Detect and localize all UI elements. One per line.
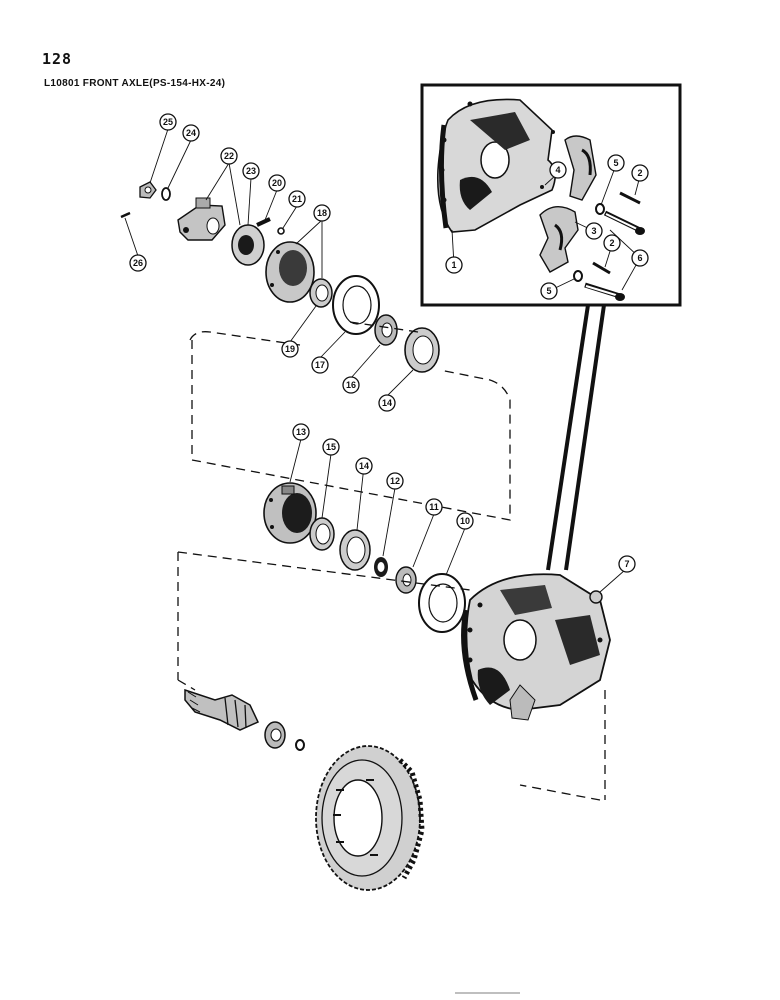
- svg-text:5: 5: [613, 158, 618, 168]
- plug-7: [589, 590, 603, 604]
- svg-text:4: 4: [555, 165, 560, 175]
- svg-text:2: 2: [609, 238, 614, 248]
- svg-text:19: 19: [285, 344, 295, 354]
- callout-14-upper: 14: [378, 394, 396, 412]
- dashed-group-lower: [177, 551, 606, 801]
- callout-26: 26: [129, 254, 147, 272]
- callout-23: 23: [242, 162, 260, 180]
- svg-text:14: 14: [359, 461, 369, 471]
- svg-text:25: 25: [163, 117, 173, 127]
- diagram-title: L10801 FRONT AXLE(PS-154-HX-24): [44, 78, 226, 89]
- svg-text:26: 26: [133, 258, 143, 268]
- bearing-cone-11: [395, 566, 417, 594]
- svg-text:10: 10: [460, 516, 470, 526]
- svg-text:20: 20: [272, 178, 282, 188]
- spacer-15: [309, 517, 335, 551]
- callout-6: 6: [631, 249, 649, 267]
- callout-19: 19: [281, 340, 299, 358]
- svg-text:14: 14: [382, 398, 392, 408]
- inset-bearing-cap-lower: [539, 206, 579, 273]
- callout-12: 12: [386, 472, 404, 490]
- callout-5-lower: 5: [540, 282, 558, 300]
- callout-13: 13: [292, 423, 310, 441]
- callout-2-upper: 2: [631, 164, 649, 182]
- inset-bearing-cap-upper: [564, 135, 597, 201]
- page-number: 128: [42, 50, 73, 68]
- callout-2-lower: 2: [603, 234, 621, 252]
- svg-text:7: 7: [624, 559, 629, 569]
- inset-dowel-b: [540, 185, 544, 189]
- retainer-18: [265, 241, 315, 303]
- svg-text:5: 5: [546, 286, 551, 296]
- inset-pin-upper: [619, 191, 641, 205]
- callout-22: 22: [220, 147, 238, 165]
- callout-11: 11: [425, 498, 443, 516]
- callout-14-lower: 14: [355, 457, 373, 475]
- inset-bolt-upper: [603, 210, 645, 235]
- svg-text:16: 16: [346, 380, 356, 390]
- nut-25: [139, 181, 157, 199]
- inset-washer-lower: [573, 270, 583, 282]
- pinion-bearing: [264, 721, 286, 749]
- svg-text:23: 23: [246, 166, 256, 176]
- bolt-20: [256, 217, 271, 227]
- svg-text:21: 21: [292, 194, 302, 204]
- callout-21: 21: [288, 190, 306, 208]
- pinion-cage-13: [263, 482, 317, 544]
- svg-text:12: 12: [390, 476, 400, 486]
- callout-1: 1: [445, 256, 463, 274]
- svg-text:17: 17: [315, 360, 325, 370]
- washer-24: [161, 187, 171, 201]
- inset-washer-upper: [595, 203, 605, 215]
- callout-3: 3: [585, 222, 603, 240]
- svg-text:15: 15: [326, 442, 336, 452]
- svg-text:3: 3: [591, 226, 596, 236]
- callout-10: 10: [456, 512, 474, 530]
- ring-gear: [315, 745, 425, 891]
- svg-text:11: 11: [429, 502, 439, 512]
- deflector-23: [231, 224, 265, 266]
- snap-ring: [295, 739, 305, 751]
- carrier-housing: [461, 573, 611, 721]
- seal-12: [374, 557, 388, 577]
- callout-15: 15: [322, 438, 340, 456]
- bearing-cone-16: [374, 314, 398, 346]
- inset-dowel-a: [551, 130, 555, 134]
- inset-bolt-lower: [584, 282, 625, 301]
- callout-7: 7: [618, 555, 636, 573]
- shim-10: [418, 573, 466, 633]
- svg-text:6: 6: [637, 253, 642, 263]
- svg-text:22: 22: [224, 151, 234, 161]
- svg-text:18: 18: [317, 208, 327, 218]
- callout-4: 4: [549, 161, 567, 179]
- pin-26: [120, 211, 131, 219]
- bearing-cup-14-lower: [339, 529, 371, 571]
- callout-17: 17: [311, 356, 329, 374]
- svg-text:1: 1: [451, 260, 456, 270]
- callout-18: 18: [313, 204, 331, 222]
- washer-21: [277, 227, 285, 235]
- inset-carrier-housing: [436, 98, 556, 233]
- callout-16: 16: [342, 376, 360, 394]
- inset-pin-lower: [592, 261, 611, 275]
- svg-text:13: 13: [296, 427, 306, 437]
- bearing-cup-14-upper: [404, 327, 440, 373]
- callout-25: 25: [159, 113, 177, 131]
- inset-detail-box: [420, 83, 682, 571]
- seal-19: [309, 278, 333, 308]
- drive-pinion: [184, 688, 260, 731]
- svg-text:24: 24: [186, 128, 196, 138]
- yoke-22: [177, 197, 226, 241]
- callout-5-upper: 5: [607, 154, 625, 172]
- dashed-group-upper: [189, 321, 511, 521]
- svg-text:2: 2: [637, 168, 642, 178]
- callout-24: 24: [182, 124, 200, 142]
- leader-lines: [124, 128, 641, 593]
- shim-17: [332, 275, 380, 335]
- callout-20: 20: [268, 174, 286, 192]
